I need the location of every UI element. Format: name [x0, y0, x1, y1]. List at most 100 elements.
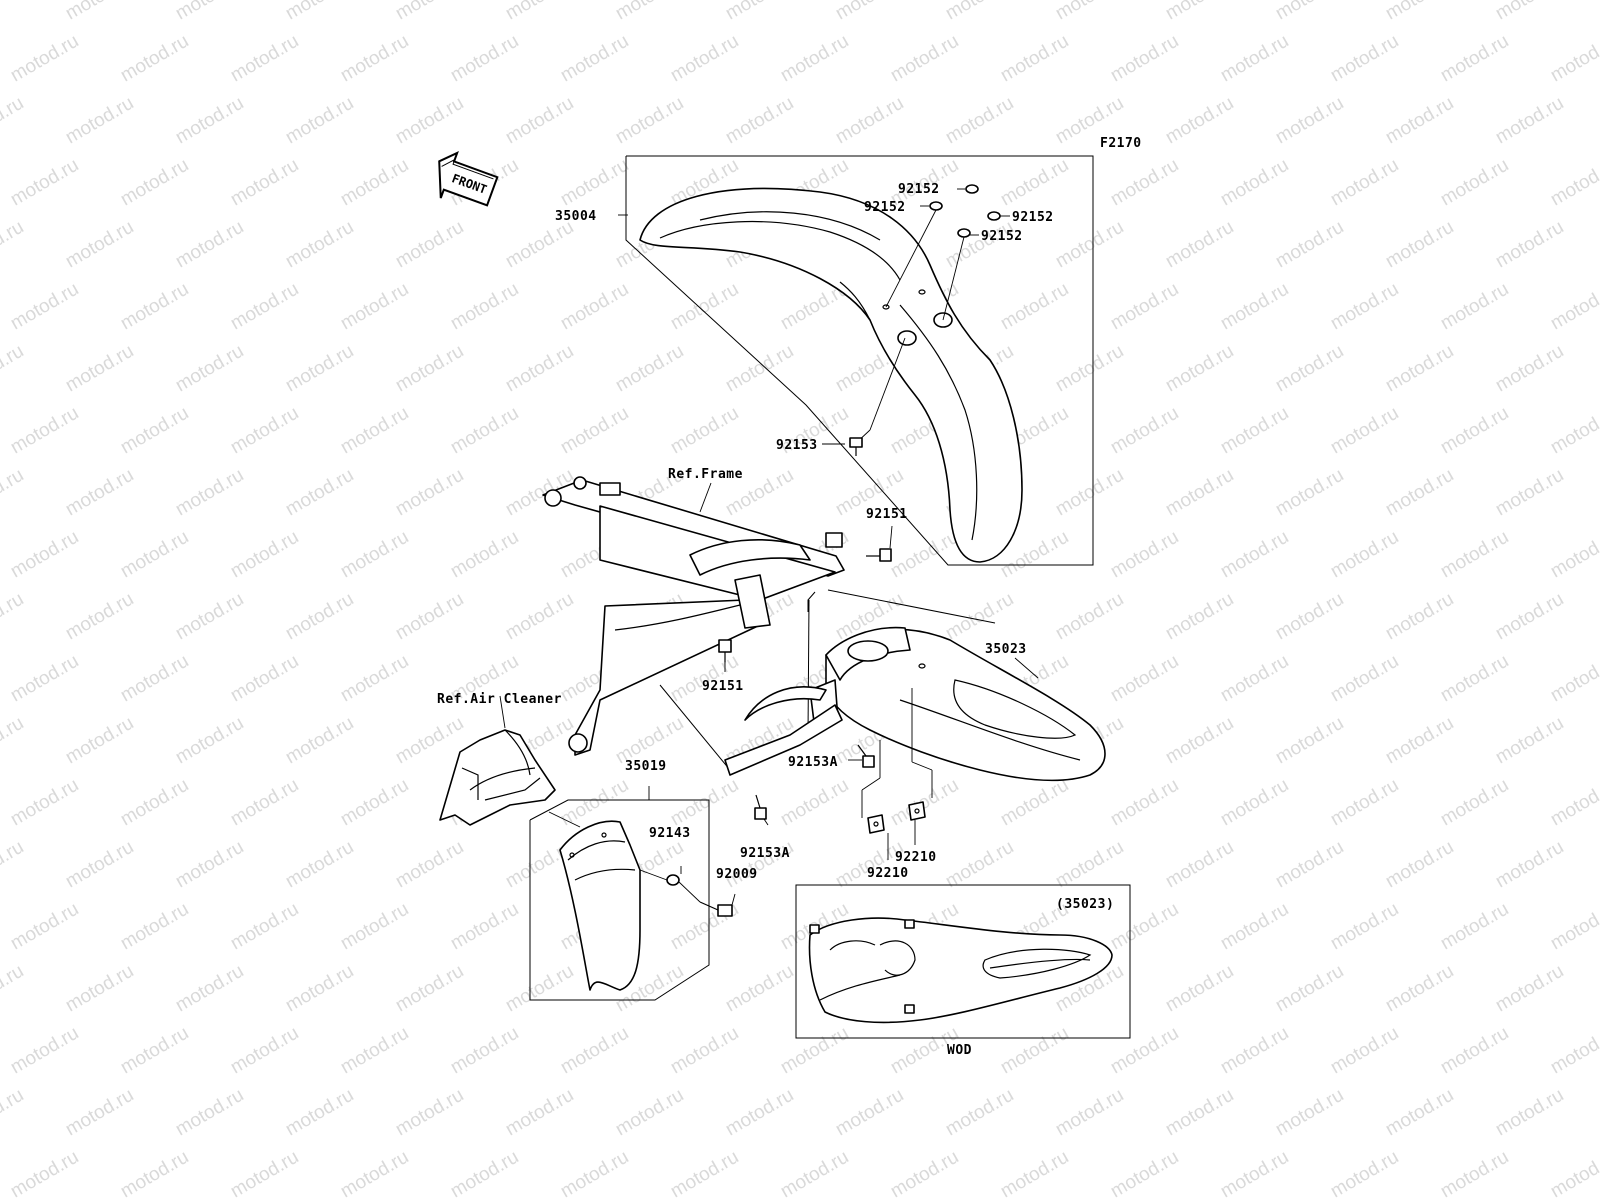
watermark-text: motod.ru [227, 279, 302, 335]
watermark-text: motod.ru [1272, 217, 1347, 273]
washer-92152-group [929, 184, 1001, 238]
watermark-text: motod.ru [997, 155, 1072, 211]
watermark-text: motod.ru [1217, 31, 1292, 87]
watermark-text: motod.ru [62, 0, 137, 24]
watermark-text: motod.ru [1547, 527, 1600, 583]
watermark-text: motod.ru [1437, 403, 1512, 459]
watermark-text: motod.ru [117, 775, 192, 831]
watermark-text: motod.ru [722, 961, 797, 1017]
watermark-text: motod.ru [1107, 1023, 1182, 1079]
watermark-text: motod.ru [1052, 0, 1127, 24]
watermark-text: motod.ru [942, 93, 1017, 149]
watermark-text: motod.ru [392, 341, 467, 397]
watermark-text: motod.ru [1162, 589, 1237, 645]
watermark-text: motod.ru [502, 93, 577, 149]
mud-guard-35019 [559, 820, 641, 991]
watermark-text: motod.ru [172, 217, 247, 273]
watermark-text: motod.ru [1162, 93, 1237, 149]
watermark-text: motod.ru [1162, 341, 1237, 397]
watermark-text: motod.ru [502, 0, 577, 24]
watermark-text: motod.ru [62, 961, 137, 1017]
watermark-text: motod.ru [1547, 155, 1600, 211]
watermark-text: motod.ru [832, 93, 907, 149]
watermark-text: motod.ru [337, 155, 412, 211]
watermark-text: motod.ru [117, 651, 192, 707]
watermark-text: motod.ru [337, 403, 412, 459]
clip-92210-b [908, 801, 926, 821]
watermark-text: motod.ru [557, 775, 632, 831]
watermark-text: motod.ru [1547, 1023, 1600, 1079]
watermark-text: motod.ru [227, 651, 302, 707]
watermark-text: motod.ru [1437, 899, 1512, 955]
watermark-text: motod.ru [612, 93, 687, 149]
watermark-text: motod.ru [227, 403, 302, 459]
watermark-text: motod.ru [722, 837, 797, 893]
watermark-text: motod.ru [997, 775, 1072, 831]
watermark-text: motod.ru [1272, 1085, 1347, 1141]
label-92151-upper: 92151 [866, 507, 908, 522]
watermark-text: motod.ru [777, 1023, 852, 1079]
watermark-text: motod.ru [1217, 279, 1292, 335]
leader-lines-frame [699, 482, 893, 672]
watermark-text: motod.ru [1437, 279, 1512, 335]
watermark-text: motod.ru [887, 775, 962, 831]
watermark-text: motod.ru [557, 403, 632, 459]
watermark-text: motod.ru [1052, 589, 1127, 645]
watermark-text: motod.ru [337, 1147, 412, 1200]
watermark-text: motod.ru [722, 0, 797, 24]
watermark-text: motod.ru [392, 713, 467, 769]
watermark-text: motod.ru [832, 0, 907, 24]
watermark-text: motod.ru [62, 217, 137, 273]
watermark-text: motod.ru [7, 403, 82, 459]
watermark-text: motod.ru [1547, 31, 1600, 87]
watermark-text: motod.ru [62, 1085, 137, 1141]
label-ref-frame: Ref.Frame [668, 467, 743, 482]
watermark-text: motod.ru [62, 589, 137, 645]
watermark-text: motod.ru [1052, 465, 1127, 521]
watermark-text: motod.ru [1052, 1085, 1127, 1141]
label-ref-air-cleaner: Ref.Air Cleaner [437, 692, 562, 707]
inset-variant-label: WOD [947, 1043, 972, 1058]
watermark-text: motod.ru [7, 31, 82, 87]
watermark-text: motod.ru [392, 961, 467, 1017]
watermark-text: motod.ru [62, 465, 137, 521]
watermark-text: motod.ru [667, 279, 742, 335]
watermark-text: motod.ru [1327, 31, 1402, 87]
watermark-text: motod.ru [887, 527, 962, 583]
label-92210-a: 92210 [895, 850, 937, 865]
watermark-text: motod.ru [227, 1147, 302, 1200]
watermark-text: motod.ru [722, 93, 797, 149]
watermark-text: motod.ru [7, 1023, 82, 1079]
bolt-92151-lower [718, 639, 732, 662]
label-92152-c: 92152 [1012, 210, 1054, 225]
watermark-text: motod.ru [337, 651, 412, 707]
watermark-text: motod.ru [1437, 775, 1512, 831]
watermark-text: motod.ru [1492, 0, 1567, 24]
watermark-text: motod.ru [0, 217, 27, 273]
watermark-text: motod.ru [1382, 341, 1457, 397]
watermark-text: motod.ru [392, 837, 467, 893]
watermark-text: motod.ru [0, 465, 27, 521]
watermark-text: motod.ru [1382, 961, 1457, 1017]
watermark-text: motod.ru [777, 1147, 852, 1200]
watermark-text: motod.ru [1492, 465, 1567, 521]
watermark-text: motod.ru [337, 775, 412, 831]
watermark-text: motod.ru [502, 1085, 577, 1141]
front-fender-35004 [639, 187, 1023, 563]
watermark-text: motod.ru [7, 279, 82, 335]
watermark-text: motod.ru [1382, 1085, 1457, 1141]
label-92152-a: 92152 [898, 182, 940, 197]
watermark-text: motod.ru [1547, 775, 1600, 831]
watermark-text: motod.ru [1272, 589, 1347, 645]
watermark-text: motod.ru [1272, 93, 1347, 149]
watermark-text: motod.ru [7, 651, 82, 707]
watermark-text: motod.ru [1327, 527, 1402, 583]
watermark-text: motod.ru [722, 1085, 797, 1141]
watermark-text: motod.ru [612, 1085, 687, 1141]
watermark-text: motod.ru [502, 217, 577, 273]
watermark-text: motod.ru [1492, 217, 1567, 273]
watermark-text: motod.ru [557, 1147, 632, 1200]
watermark-text: motod.ru [1217, 1023, 1292, 1079]
label-92153: 92153 [776, 438, 818, 453]
